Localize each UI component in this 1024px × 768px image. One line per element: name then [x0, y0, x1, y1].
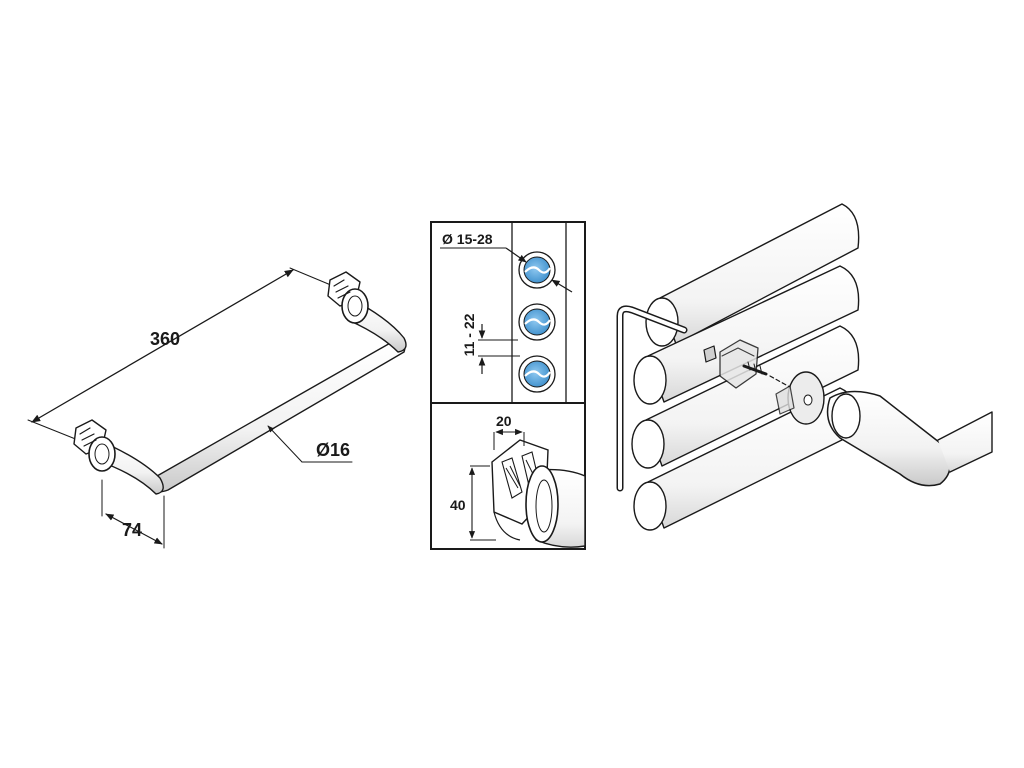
length-label: 360 [150, 329, 180, 349]
towel-bar-end [826, 390, 993, 487]
bracket-width-label: 20 [496, 413, 512, 429]
radiator-tube [633, 265, 860, 405]
towel-bar-drawing [27, 267, 407, 549]
left-clip [73, 419, 116, 472]
right-clip [327, 271, 369, 324]
pipe-cross-section [518, 303, 556, 341]
bracket-height-label: 40 [450, 497, 466, 513]
pipe-spacing-label: 11 - 22 [461, 313, 477, 356]
bracket-width-dimension [493, 428, 525, 450]
diameter-label: Ø16 [316, 440, 350, 460]
screw-icon [703, 345, 768, 376]
pipe-spacing-dimension [478, 324, 520, 374]
installation-illustration [616, 203, 993, 531]
pipe-cross-section [518, 251, 556, 289]
bracket-detail [491, 439, 586, 548]
assembly-guide-line [769, 375, 807, 397]
bracket-height-dimension [468, 465, 496, 541]
allen-key-icon [616, 305, 688, 492]
pipe-cross-section [518, 355, 556, 393]
pipe-diameter-label: Ø 15-28 [442, 231, 493, 247]
pipe-diameter-dimension [440, 247, 573, 293]
diameter-leader [267, 425, 353, 463]
radiator-tube [631, 325, 860, 469]
projection-label: 74 [122, 520, 142, 540]
wall-rosette [775, 371, 825, 425]
projection-dimension [101, 479, 165, 549]
mounting-clip [719, 339, 759, 389]
detail-panel [430, 221, 586, 550]
towel-bar-tube [149, 338, 407, 493]
